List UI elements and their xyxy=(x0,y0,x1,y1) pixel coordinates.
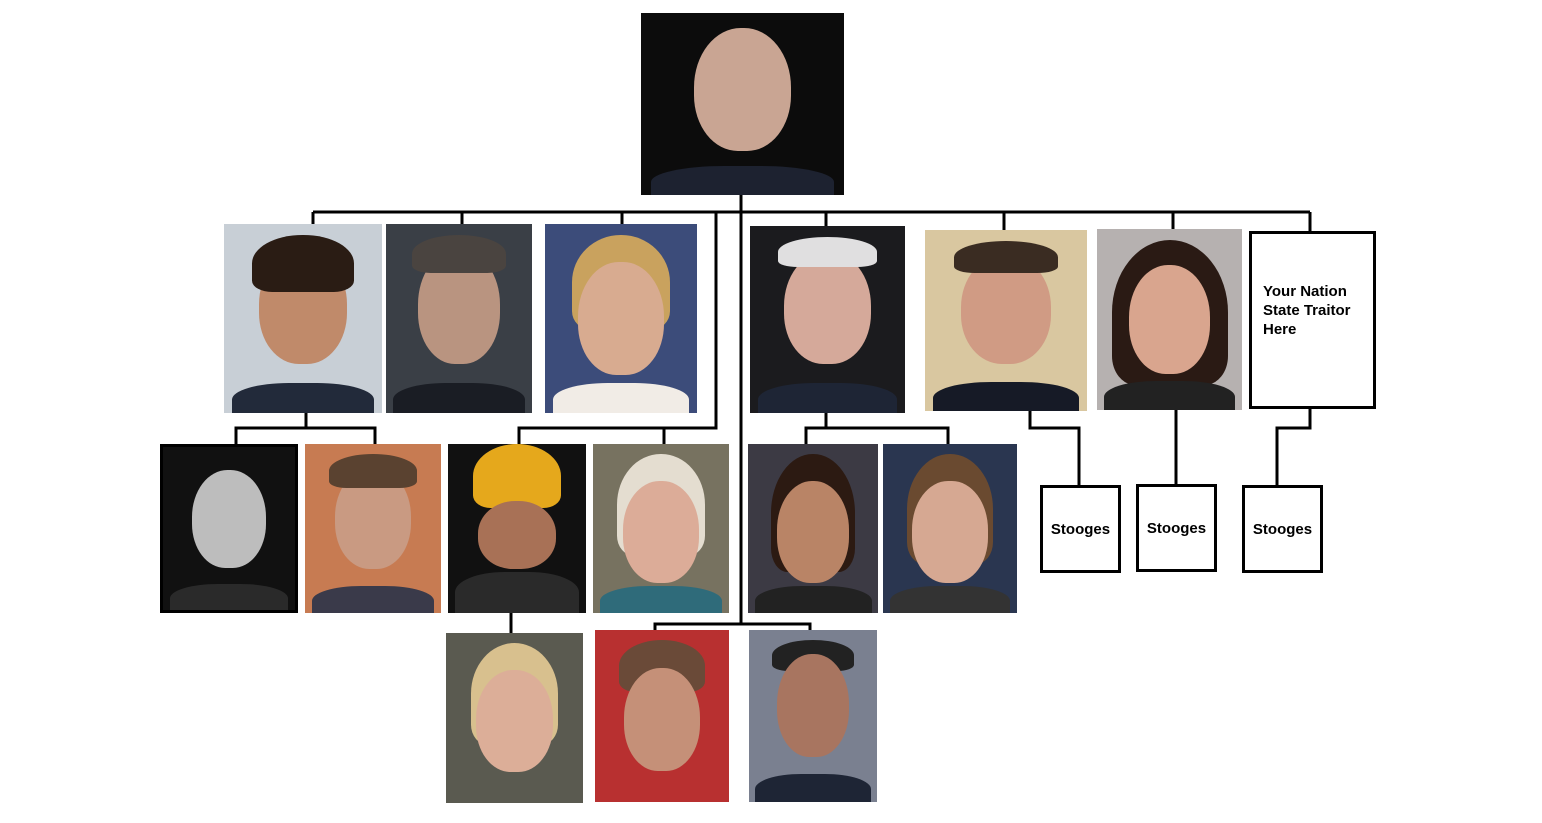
photo-row3-5 xyxy=(748,444,878,613)
stooges-box-3: Stooges xyxy=(1242,485,1323,573)
placeholder-traitor-box: Your Nation State Traitor Here xyxy=(1249,231,1376,409)
photo-row3-6 xyxy=(883,444,1017,613)
photo-top-leader xyxy=(641,13,844,195)
stooges-box-1: Stooges xyxy=(1040,485,1121,573)
photo-row2-5 xyxy=(925,230,1087,411)
photo-row2-3 xyxy=(545,224,697,413)
photo-row4-3 xyxy=(749,630,877,802)
photo-row3-2 xyxy=(305,444,441,613)
photo-row2-2 xyxy=(386,224,532,413)
connector-singh xyxy=(517,212,718,444)
photo-row3-3 xyxy=(448,444,586,613)
stooges-label: Stooges xyxy=(1146,519,1207,537)
stooges-box-2: Stooges xyxy=(1136,484,1217,572)
stooges-label: Stooges xyxy=(1252,520,1313,538)
stooges-label: Stooges xyxy=(1050,520,1111,538)
placeholder-text: Your Nation State Traitor Here xyxy=(1263,283,1351,338)
photo-row3-1 xyxy=(160,444,298,613)
photo-row4-2 xyxy=(595,630,729,802)
photo-row2-4 xyxy=(750,226,905,413)
photo-row4-1 xyxy=(446,633,583,803)
photo-row2-6 xyxy=(1097,229,1242,410)
photo-row2-1 xyxy=(224,224,382,413)
photo-row3-4 xyxy=(593,444,729,613)
